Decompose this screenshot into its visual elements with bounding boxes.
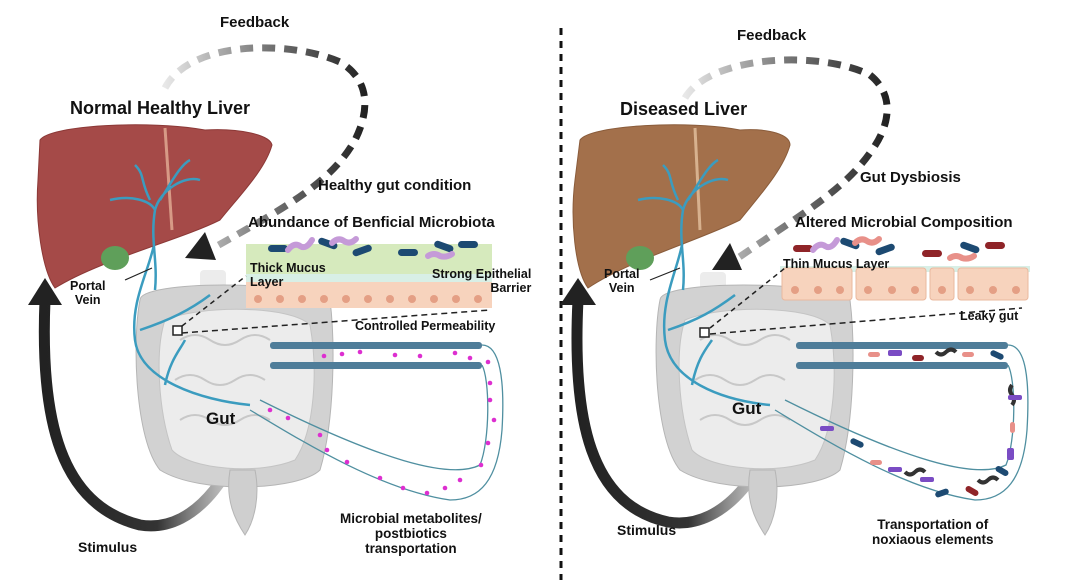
feedback-arrowhead-left — [185, 232, 216, 260]
portal-vein-liver-right — [637, 158, 729, 291]
transport-line1: Transportation of — [877, 517, 989, 532]
portal-vein-label-left: Portal Vein — [70, 279, 106, 308]
gut-condition-label-right: Gut Dysbiosis — [860, 169, 961, 186]
permeability-label-left: Controlled Permeability — [355, 319, 496, 333]
stimulus-arrowhead-left — [28, 278, 62, 305]
transport-label-right: Transportation of noxiaous elements — [872, 517, 994, 548]
liver-title-right: Diseased Liver — [620, 99, 748, 119]
portal-label-line2: Vein — [608, 280, 635, 295]
barrier-label-line1: Strong Epithelial — [432, 267, 532, 281]
healthy-mucosa — [246, 236, 492, 308]
stimulus-arrowhead-right — [560, 278, 596, 305]
gut-organ-left — [132, 239, 334, 536]
microbiota-label-right: Altered Microbial Composition — [795, 214, 1013, 231]
stimulus-label-left: Stimulus — [78, 539, 138, 555]
barrier-label-line2: Barrier — [490, 280, 532, 295]
left-panel — [28, 44, 504, 536]
feedback-arrowhead-right — [712, 243, 742, 270]
transport-label-left: Microbial metabolites/ postbiotics trans… — [340, 511, 482, 557]
diseased-liver — [572, 124, 791, 291]
feedback-label-left: Feedback — [220, 14, 290, 31]
stimulus-label-right: Stimulus — [617, 522, 677, 538]
gut-label-left: Gut — [206, 409, 236, 428]
portal-label-line2: Vein — [74, 292, 101, 307]
microbiota-label-left: Abundance of Benficial Microbiota — [248, 214, 495, 231]
mucus-label-left: Thick Mucus Layer — [250, 261, 326, 290]
leaky-vessel — [774, 342, 1029, 501]
feedback-arrow-right — [681, 56, 891, 263]
gut-label-right: Gut — [732, 399, 762, 418]
transport-line2: noxiaous elements — [872, 531, 994, 547]
barrier-label-left: Strong Epithelial Barrier — [432, 267, 532, 296]
portal-vein-liver-left — [109, 158, 201, 291]
feedback-arrow-left — [161, 44, 369, 254]
liver-title-left: Normal Healthy Liver — [70, 98, 251, 118]
feedback-label-right: Feedback — [737, 27, 807, 44]
gut-condition-label-left: Healthy gut condition — [318, 177, 472, 194]
gut-organ-right — [655, 239, 854, 536]
transport-line2: postbiotics — [374, 525, 447, 541]
noxious-elements — [820, 347, 1022, 498]
gallbladder — [101, 246, 129, 270]
metabolite-dots — [267, 349, 497, 496]
right-panel — [560, 56, 1030, 536]
mucus-label-right: Thin Mucus Layer — [783, 257, 890, 271]
healthy-liver — [36, 124, 273, 291]
diseased-mucosa — [780, 236, 1030, 301]
transport-line3: transportation — [365, 540, 457, 556]
portal-vein-label-right: Portal Vein — [604, 267, 640, 296]
permeability-label-right: Leaky gut — [960, 309, 1019, 323]
beneficial-bacteria — [268, 236, 478, 260]
mucus-label-line1: Thick Mucus — [250, 261, 326, 275]
mucus-label-line2: Layer — [250, 274, 284, 289]
altered-bacteria — [793, 236, 1005, 262]
healthy-vessel — [249, 342, 504, 501]
portal-label-line1: Portal — [604, 267, 640, 281]
portal-label-line1: Portal — [70, 279, 106, 293]
transport-line1: Microbial metabolites/ — [340, 511, 482, 526]
